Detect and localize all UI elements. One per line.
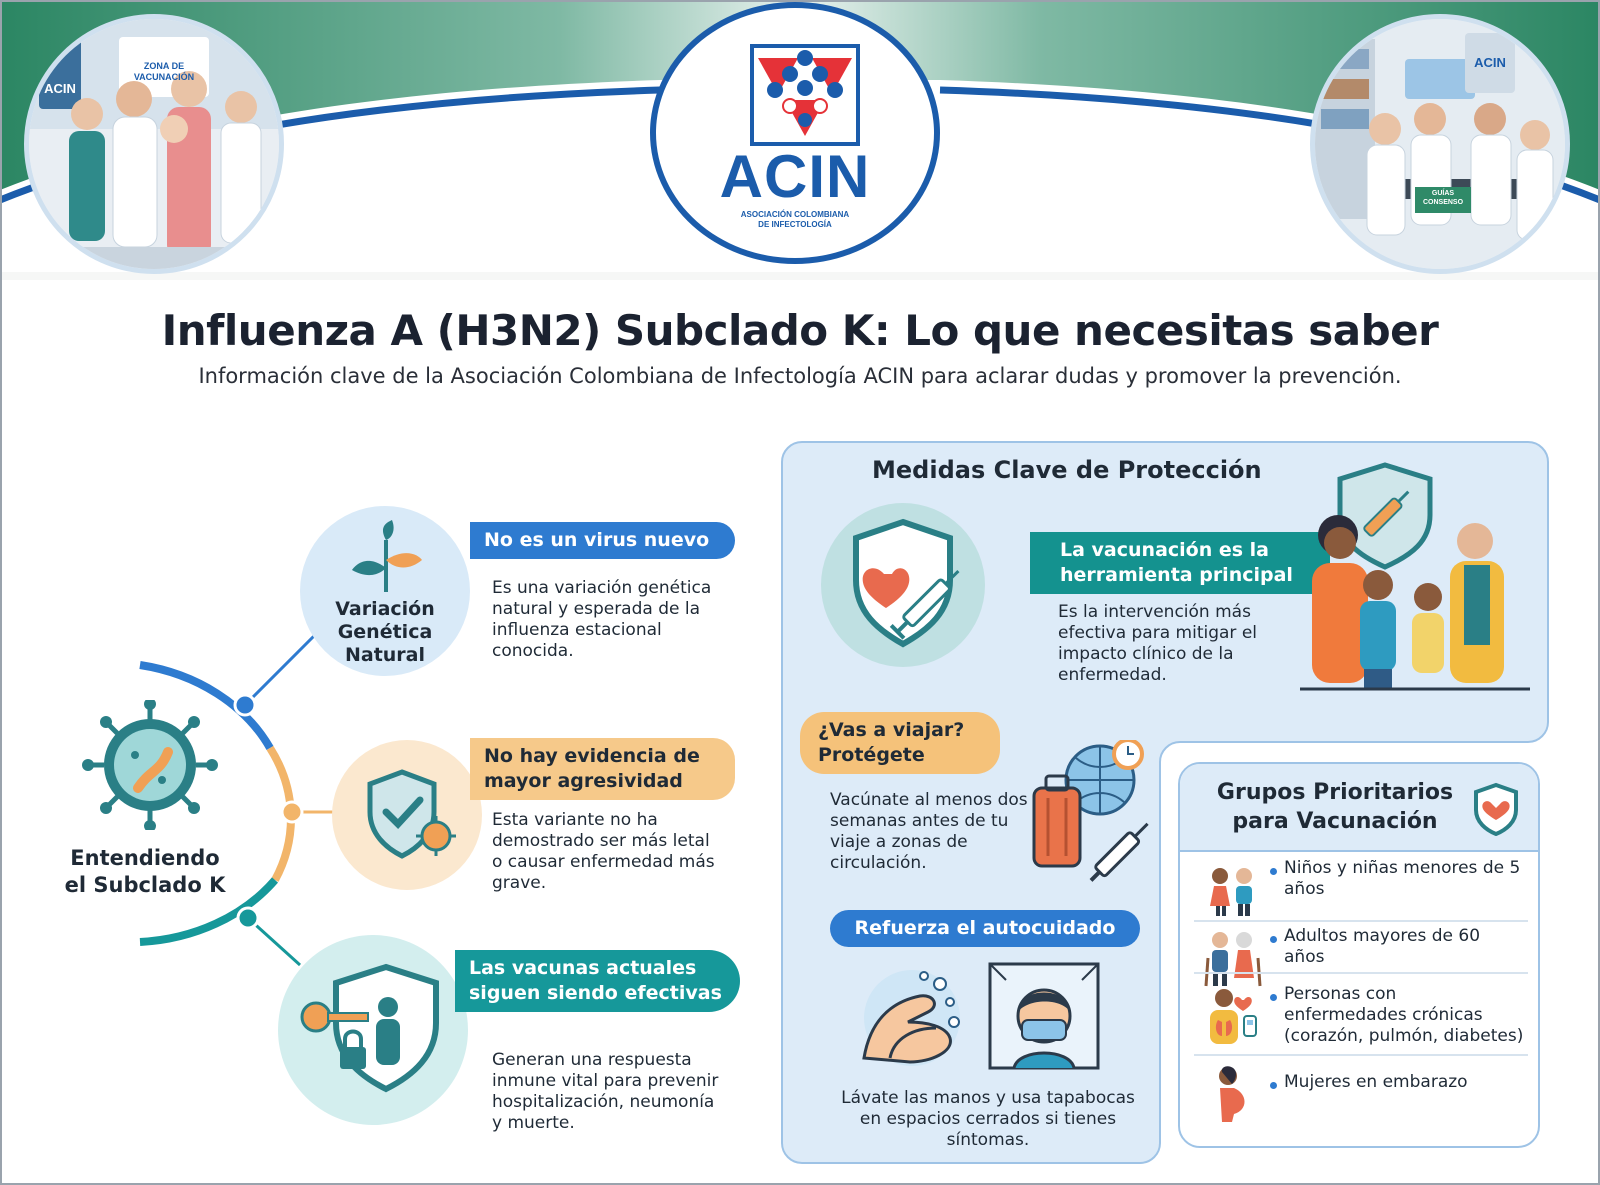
vaccines-effective-text: Generan una respuesta inmune vital para … (492, 1050, 719, 1133)
chronic-disease-icon (1210, 989, 1257, 1044)
shield-heart-icon (1474, 782, 1518, 836)
vaccines-effective-node (278, 935, 468, 1125)
bullet (1270, 1082, 1277, 1089)
selfcare-text: Lávate las manos y usa tapabocas en espa… (841, 1088, 1135, 1150)
selfcare-heading: Refuerza el autocuidado (830, 910, 1140, 947)
divider (1194, 1054, 1528, 1056)
zone-sign-line2: VACUNACIÓN (133, 72, 195, 82)
no-aggressiveness-heading: No hay evidencia de mayor agresividad (470, 738, 735, 800)
group-item-pregnant: Mujeres en embarazo (1284, 1072, 1468, 1092)
bullet (1270, 936, 1277, 943)
understanding-center-label: Entendiendo el Subclado K (64, 846, 226, 897)
divider (1194, 972, 1528, 974)
vaccines-effective-heading: Las vacunas actuales siguen siendo efect… (455, 950, 740, 1012)
medical-team-photo: ACIN GUÍAS CONSENSO (1310, 14, 1570, 274)
children-icon (1210, 868, 1252, 916)
genetic-variation-label: Variación Genética Natural (335, 598, 435, 666)
family-vaccination-icon (1300, 462, 1530, 691)
no-aggressiveness-text: Esta variante no ha demostrado ser más l… (492, 810, 715, 893)
bullet (1270, 994, 1277, 1001)
travel-heading: ¿Vas a viajar? Protégete (800, 712, 1000, 774)
face-mask-icon (988, 962, 1100, 1070)
acin-logo-text: ACIN (719, 143, 871, 210)
elderly-icon (1204, 932, 1262, 987)
plant-sprout-icon (352, 520, 422, 592)
vaccination-heading: La vacunación es la herramienta principa… (1030, 532, 1330, 594)
priority-groups-title: Grupos Prioritarios para Vacunación (1216, 780, 1454, 834)
travel-text: Vacúnate al menos dos semanas antes de t… (830, 790, 1028, 873)
divider (1194, 920, 1528, 922)
page-title: Influenza A (H3N2) Subclado K: Lo que ne… (161, 306, 1439, 355)
bullet (1270, 868, 1277, 875)
travel-suitcase-globe-icon (1032, 740, 1149, 882)
acin-logo-mark (750, 44, 860, 146)
right-photo-logo: ACIN (1474, 55, 1506, 70)
shield-heart-syringe-icon (821, 503, 985, 667)
genetic-variation-node: Variación Genética Natural (300, 506, 470, 676)
left-photo-logo: ACIN (44, 81, 76, 96)
handwashing-icon (862, 970, 960, 1066)
virus-icon (82, 700, 218, 830)
shield-check-virus-icon (367, 769, 456, 859)
protection-title: Medidas Clave de Protección (872, 456, 1262, 484)
acin-logo: ACIN ASOCIACIÓN COLOMBIANA DE INFECTOLOG… (650, 2, 940, 264)
not-new-virus-text: Es una variación genética natural y espe… (492, 578, 712, 661)
group-item-children: Niños y niñas menores de 5 años (1284, 858, 1521, 899)
group-item-chronic: Personas con enfermedades crónicas (cora… (1284, 984, 1524, 1046)
group-item-elderly: Adultos mayores de 60 años (1284, 926, 1481, 967)
acin-logo-subtitle: ASOCIACIÓN COLOMBIANA DE INFECTOLOGÍA (740, 210, 850, 229)
understanding-connector-lines (139, 633, 335, 967)
page-subtitle: Información clave de la Asociación Colom… (198, 364, 1402, 388)
priority-groups-panel: Grupos Prioritarios para Vacunación Niño… (1178, 762, 1540, 1148)
pregnant-woman-icon (1219, 1066, 1245, 1122)
no-aggressiveness-node (332, 740, 482, 890)
shield-key-lock-icon (300, 963, 439, 1093)
guides-sign: GUÍAS CONSENSO (1422, 190, 1464, 206)
zone-sign-line1: ZONA DE (143, 61, 185, 71)
not-new-virus-heading: No es un virus nuevo (470, 522, 735, 559)
vaccination-text: Es la intervención más efectiva para mit… (1058, 602, 1257, 685)
